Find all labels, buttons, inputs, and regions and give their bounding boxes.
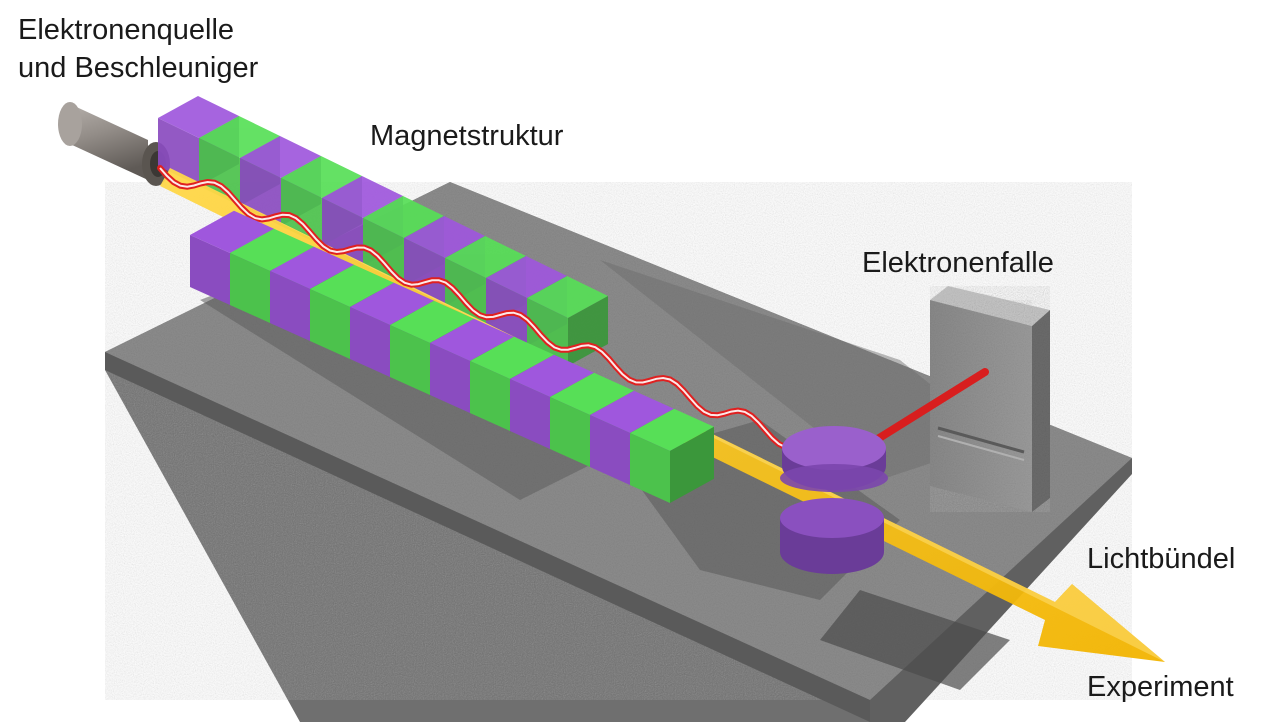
electron-beam (157, 165, 989, 465)
magnet-block-green (630, 408, 714, 503)
electron-source (58, 102, 170, 186)
label-electron-source: Elektronenquelle und Beschleuniger (18, 11, 258, 87)
electron-beam-to-trap (856, 368, 989, 454)
bending-magnet (780, 426, 888, 574)
upper-magnet-row (158, 96, 608, 366)
label-experiment: Experiment (1087, 671, 1234, 703)
label-source-line2: und Beschleuniger (18, 52, 259, 84)
lower-magnet-row (190, 210, 714, 503)
label-magnet-structure: Magnetstruktur (370, 120, 564, 152)
electron-trap (930, 286, 1050, 512)
label-light-beam: Lichtbündel (1087, 543, 1236, 575)
label-electron-trap: Elektronenfalle (862, 247, 1054, 279)
label-source-line1: Elektronenquelle (18, 14, 235, 46)
